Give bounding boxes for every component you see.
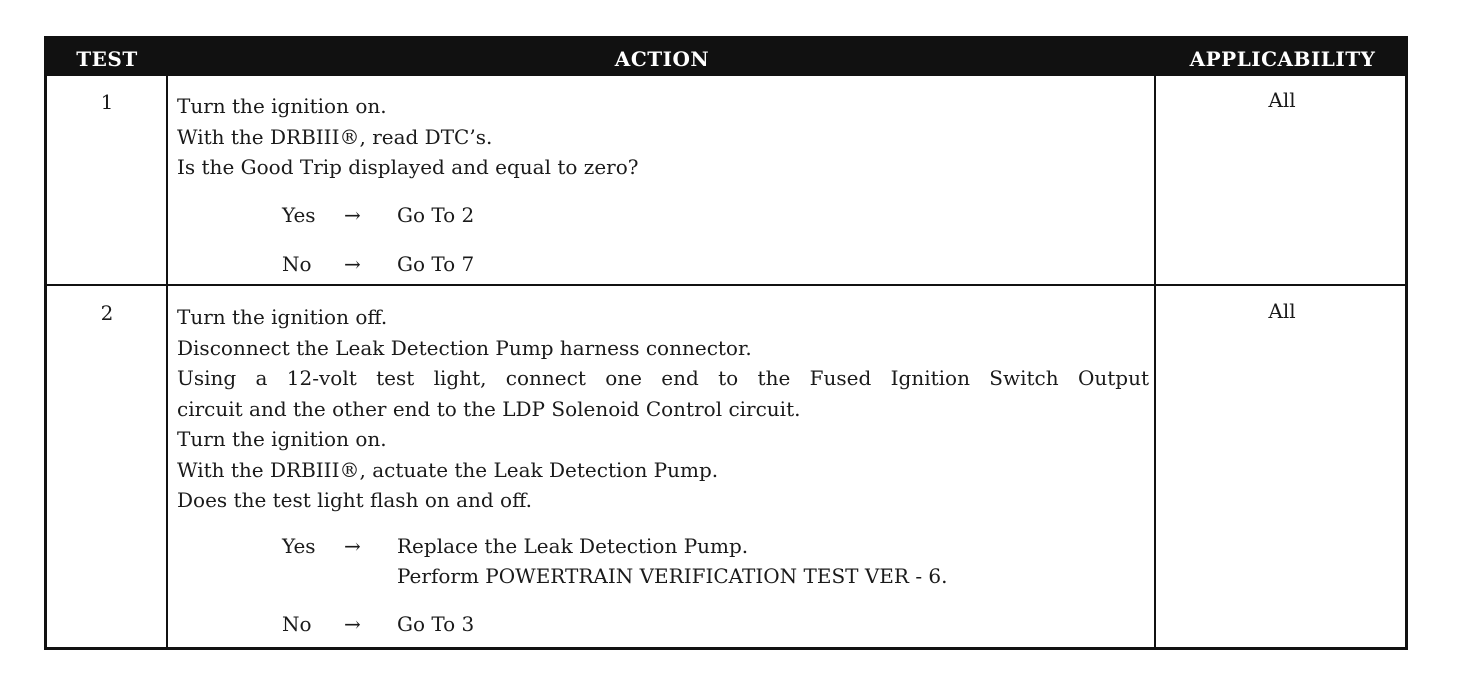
action-steps: Turn the ignition on. With the DRBIII®, …	[177, 91, 1149, 183]
action-step: Turn the ignition off.	[177, 305, 388, 329]
test-number: 2	[100, 301, 114, 325]
table-header: TEST ACTION APPLICABILITY	[47, 39, 1405, 76]
applicability-value: All	[1268, 299, 1296, 323]
action-step: With the DRBIII®, read DTC’s.	[177, 124, 493, 149]
row-divider	[47, 284, 1405, 286]
response-result: Go To 7	[397, 252, 475, 276]
response-result: Replace the Leak Detection Pump.	[397, 534, 749, 558]
arrow-icon: →	[344, 534, 361, 558]
header-applicability: APPLICABILITY	[1189, 47, 1376, 71]
action-steps: Turn the ignition off. Disconnect the Le…	[177, 302, 1149, 516]
action-step: Is the Good Trip displayed and equal to …	[177, 155, 639, 179]
action-step: Using a 12-volt test light, connect one …	[177, 366, 1149, 390]
arrow-icon: →	[344, 252, 361, 276]
action-step: circuit and the other end to the LDP Sol…	[177, 396, 801, 421]
response-answer: No	[282, 612, 312, 636]
action-step: Turn the ignition on.	[177, 94, 387, 118]
response-answer: Yes	[282, 203, 316, 227]
response-result: Go To 3	[397, 612, 475, 636]
diagnostic-test-table: TEST ACTION APPLICABILITY 1 All Turn the…	[44, 36, 1408, 650]
arrow-icon: →	[344, 612, 361, 636]
action-step: Disconnect the Leak Detection Pump harne…	[177, 335, 752, 360]
response-answer: Yes	[282, 534, 316, 558]
response-result: Go To 2	[397, 203, 475, 227]
column-divider	[166, 76, 168, 647]
applicability-value: All	[1268, 88, 1296, 112]
response-result: Perform POWERTRAIN VERIFICATION TEST VER…	[397, 564, 948, 588]
test-number: 1	[100, 90, 114, 114]
arrow-icon: →	[344, 203, 361, 227]
response-answer: No	[282, 252, 312, 276]
header-test: TEST	[76, 47, 138, 71]
action-step: With the DRBIII®, actuate the Leak Detec…	[177, 457, 719, 482]
column-divider	[1154, 76, 1156, 647]
header-action: ACTION	[614, 47, 710, 71]
action-step: Turn the ignition on.	[177, 427, 387, 451]
action-step: Does the test light flash on and off.	[177, 488, 532, 512]
